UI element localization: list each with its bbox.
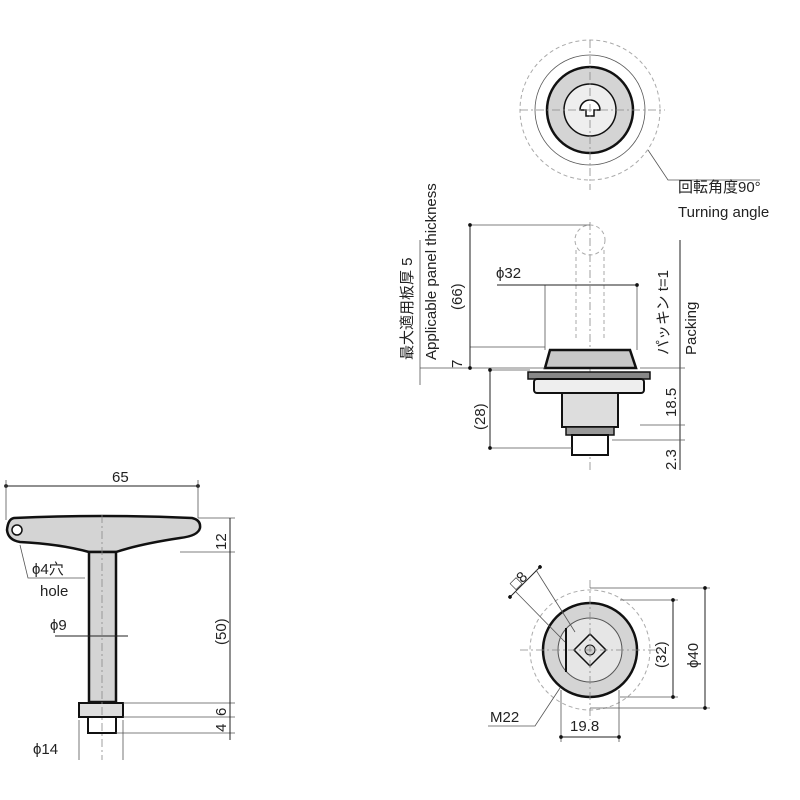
bezel	[543, 348, 638, 370]
ext-line	[535, 569, 576, 633]
dim-phi40: ϕ40	[685, 643, 702, 668]
ext-line	[515, 591, 566, 643]
dim-sq8: □8	[507, 568, 531, 592]
dim-phi9: ϕ9	[50, 617, 67, 634]
leader-line	[488, 687, 561, 727]
panel-thickness-en: Applicable panel thickness	[423, 183, 440, 360]
body-lower	[561, 392, 619, 428]
nut	[565, 426, 615, 436]
dim-line-sq8	[508, 565, 542, 599]
dim-19-8: 19.8	[570, 718, 599, 735]
hole-label-jp: ϕ4穴	[32, 561, 64, 578]
top-view: 回転角度90° Turning angle	[519, 39, 769, 221]
dim-12: 12	[213, 533, 230, 550]
rotation-label-jp: 回転角度90°	[678, 179, 761, 196]
thread-m22: M22	[490, 709, 519, 726]
dim-66: (66)	[449, 283, 466, 310]
dim-6: 6	[213, 708, 230, 716]
leader-line	[647, 149, 760, 181]
dim-18-5: 18.5	[663, 388, 680, 417]
packing	[527, 371, 651, 380]
cam-end	[571, 434, 609, 456]
packing-en: Packing	[683, 302, 700, 355]
key-handle	[5, 514, 202, 554]
key-view: 65 ϕ4穴 hole ϕ9 ϕ14 12 (50) 6 4	[4, 469, 235, 760]
packing-jp: パッキン t=1	[655, 270, 672, 355]
dim-7: 7	[449, 360, 466, 368]
dim-28: (28)	[472, 403, 489, 430]
dim-2-3: 2.3	[663, 449, 680, 470]
panel-thickness-jp: 最大適用板厚 5	[398, 257, 416, 360]
key-collar	[78, 702, 124, 718]
leader-line	[19, 544, 85, 579]
rotation-label-en: Turning angle	[678, 204, 769, 221]
hole-icon	[11, 524, 23, 536]
dim-4: 4	[213, 724, 230, 732]
dim-phi14: ϕ14	[33, 741, 58, 758]
hole-label-en: hole	[40, 583, 68, 600]
dim-50: (50)	[213, 618, 230, 645]
bottom-view: ϕ40 (32) 19.8 M22 □8	[488, 565, 710, 742]
key-shaft	[87, 550, 118, 704]
dim-phi32: ϕ32	[496, 265, 521, 282]
side-view: 最大適用板厚 5 Applicable panel thickness (66)…	[398, 183, 700, 470]
body-upper	[533, 378, 645, 394]
dim-32: (32)	[653, 641, 670, 668]
dim-65: 65	[112, 469, 129, 486]
